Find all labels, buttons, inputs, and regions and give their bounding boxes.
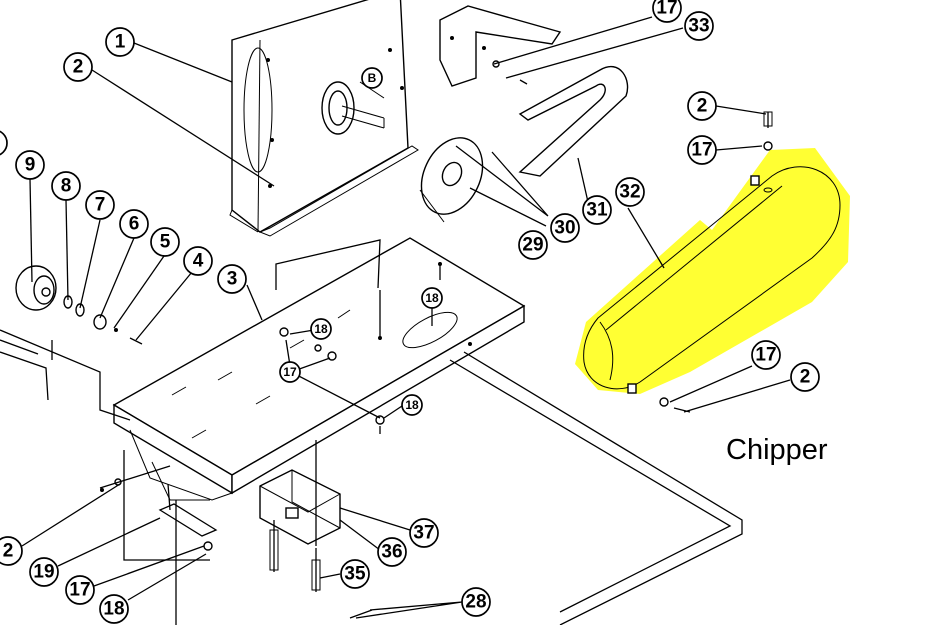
svg-text:18: 18 <box>103 599 124 620</box>
svg-text:29: 29 <box>522 235 543 256</box>
svg-text:6: 6 <box>129 214 140 235</box>
callout-5: 5 <box>150 227 180 257</box>
left-flywheel-group <box>0 265 143 401</box>
svg-text:7: 7 <box>95 195 106 216</box>
callout-33: 33 <box>684 11 714 41</box>
callout-35: 35 <box>340 559 370 589</box>
routing-lines <box>0 239 743 625</box>
svg-text:17: 17 <box>656 0 677 19</box>
callout-17-bottom-left: 17 <box>65 575 95 605</box>
callout-2-right-bottom: 2 <box>790 362 820 392</box>
svg-text:2: 2 <box>800 367 811 388</box>
svg-text:5: 5 <box>160 232 171 253</box>
callout-4: 4 <box>183 246 213 276</box>
svg-text:19: 19 <box>33 562 54 583</box>
callout-2-right-top: 2 <box>687 91 717 121</box>
svg-text:36: 36 <box>381 542 402 563</box>
callout-19: 19 <box>29 557 59 587</box>
callout-18-bottom-left: 18 <box>99 594 129 624</box>
callout-17-top: 17 <box>652 0 682 23</box>
svg-text:18: 18 <box>425 291 439 305</box>
svg-text:3: 3 <box>227 269 238 290</box>
callout-1: 1 <box>105 27 135 57</box>
callout-18-plate-left: 18 <box>310 318 332 340</box>
callout-30: 30 <box>550 213 580 243</box>
upper-bracket <box>439 5 562 87</box>
svg-text:8: 8 <box>61 176 72 197</box>
svg-text:2: 2 <box>73 57 84 78</box>
callout-8: 8 <box>51 171 81 201</box>
callout-37: 37 <box>409 518 439 548</box>
chipper-housing <box>229 0 419 237</box>
callout-9: 9 <box>15 150 45 180</box>
callout-b: B <box>361 67 383 89</box>
callout-6: 6 <box>119 209 149 239</box>
svg-text:28: 28 <box>465 592 486 613</box>
callout-29: 29 <box>518 230 548 260</box>
svg-text:17: 17 <box>691 140 712 161</box>
callout-7: 7 <box>85 190 115 220</box>
callout-17-right-top: 17 <box>687 135 717 165</box>
callout-36: 36 <box>377 537 407 567</box>
callout-2-bottom-left: 2 <box>0 536 23 566</box>
belt-guard-highlight <box>575 148 850 394</box>
svg-text:37: 37 <box>413 523 434 544</box>
svg-text:17: 17 <box>755 345 776 366</box>
pulley-and-belt <box>419 65 629 223</box>
svg-text:18: 18 <box>405 398 419 412</box>
svg-text:9: 9 <box>25 155 36 176</box>
leader-lines <box>21 16 791 619</box>
callout-2-top-left: 2 <box>63 52 93 82</box>
callout-3: 3 <box>217 264 247 294</box>
chipper-caption: Chipper <box>726 434 828 466</box>
svg-text:30: 30 <box>554 218 575 239</box>
svg-text:4: 4 <box>193 251 204 272</box>
callout-32: 32 <box>615 177 645 207</box>
svg-text:32: 32 <box>619 182 640 203</box>
callout-17-right-bottom: 17 <box>751 340 781 370</box>
callout-31: 31 <box>582 195 612 225</box>
svg-text:17: 17 <box>283 365 297 379</box>
callout-0: 0 <box>0 130 8 156</box>
hardware <box>100 111 773 619</box>
svg-text:1: 1 <box>115 32 126 53</box>
callout-18-plate-right: 18 <box>421 287 443 309</box>
svg-text:18: 18 <box>314 322 328 336</box>
svg-text:35: 35 <box>344 564 366 585</box>
svg-text:B: B <box>368 71 377 85</box>
chassis-plate <box>112 237 526 495</box>
lower-frame <box>123 429 341 625</box>
svg-text:2: 2 <box>3 541 14 562</box>
svg-text:17: 17 <box>69 580 90 601</box>
svg-text:33: 33 <box>688 16 709 37</box>
svg-text:2: 2 <box>697 96 708 117</box>
callout-28: 28 <box>461 587 491 617</box>
callout-17-plate: 17 <box>279 361 301 383</box>
svg-text:31: 31 <box>586 200 608 221</box>
callout-18-plate-bottom: 18 <box>401 394 423 416</box>
